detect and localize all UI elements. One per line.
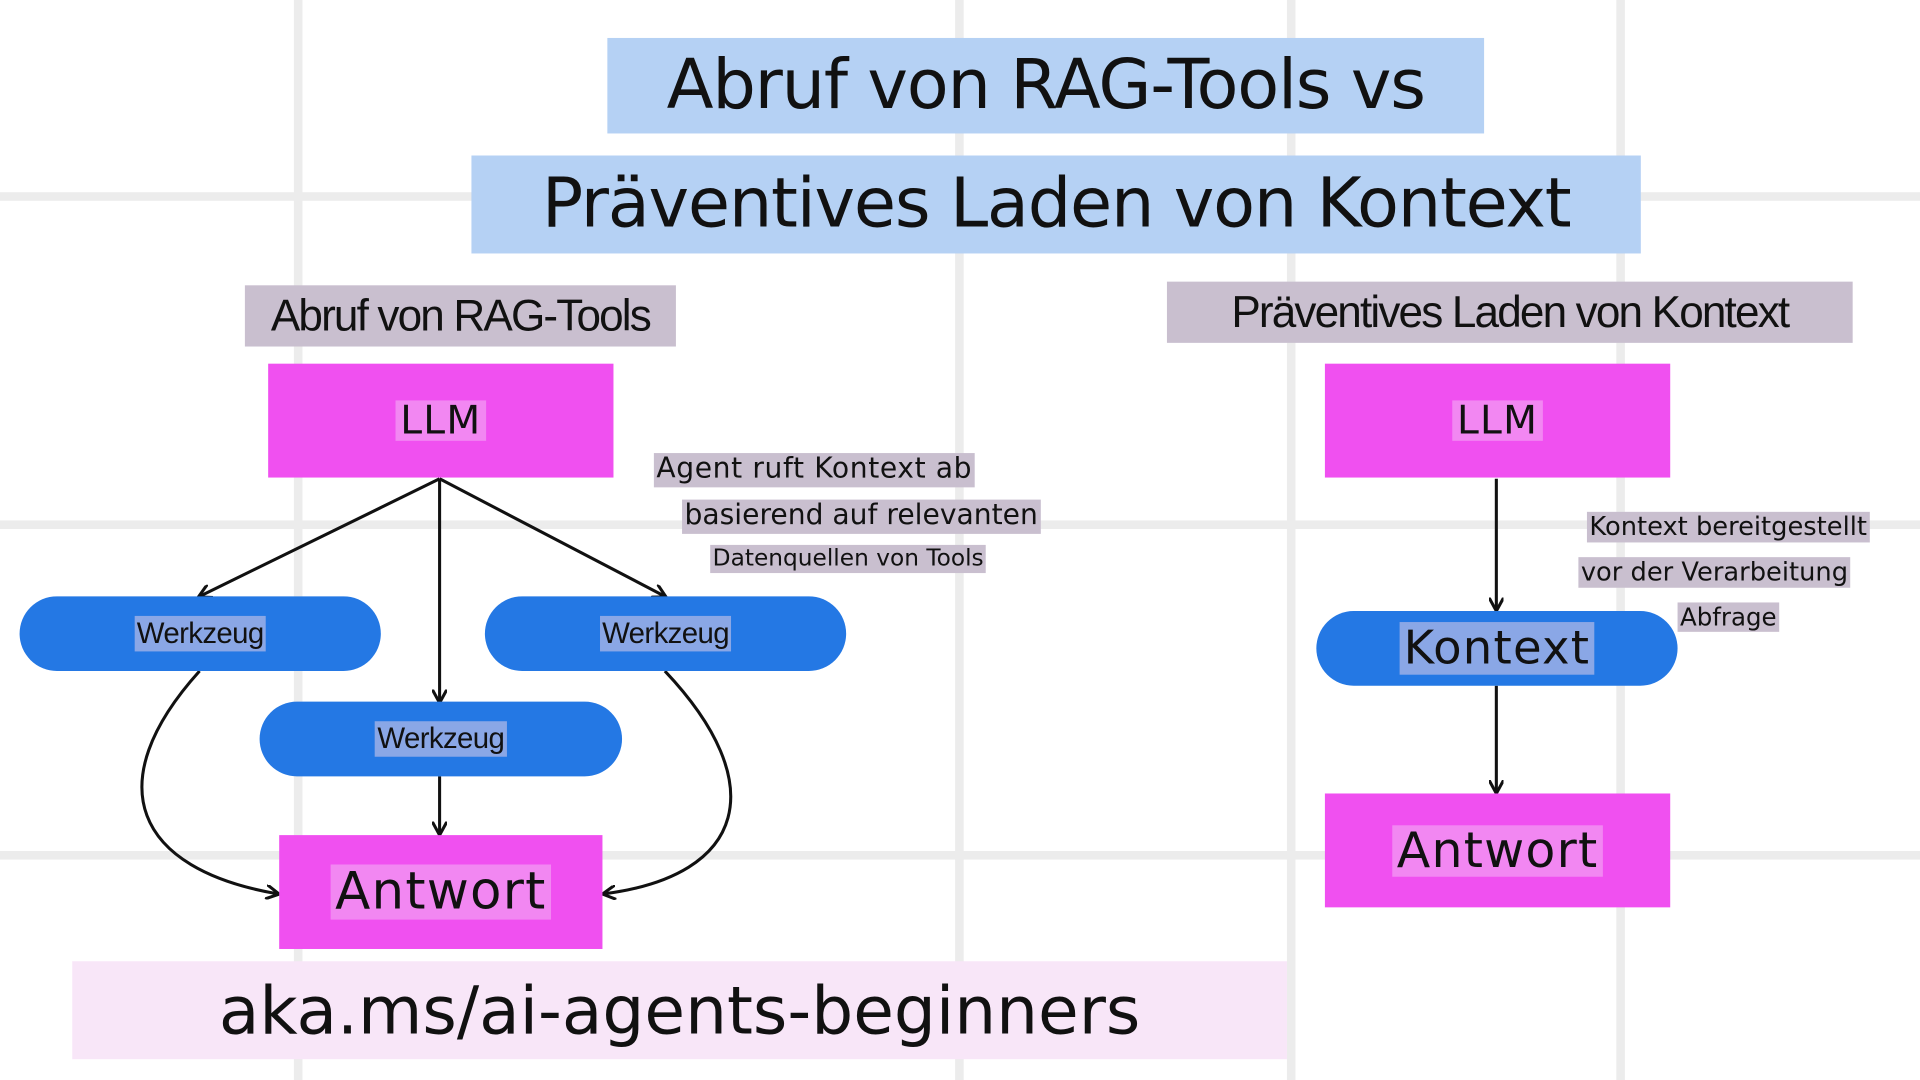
context-label: Kontext (1399, 621, 1594, 676)
tool-label: Werkzeug (599, 615, 732, 652)
right-annotation-line-2: vor der Verarbeitung (1578, 557, 1851, 588)
tool-label: Werkzeug (134, 615, 267, 652)
answer-label: Antwort (330, 864, 552, 920)
footer-url: aka.ms/ai-agents-beginners (72, 961, 1287, 1060)
grid-line (0, 851, 1920, 860)
grid-line (293, 0, 303, 1080)
llm-label: LLM (395, 399, 487, 442)
llm-node-left: LLM (268, 363, 614, 478)
main-title-line-1: Abruf von RAG-Tools vs (607, 37, 1485, 134)
right-annotation-line-1: Kontext bereitgestellt (1586, 511, 1870, 543)
curve-tool-left-to-answer (140, 670, 278, 894)
right-section-heading: Präventives Laden von Kontext (1166, 281, 1853, 343)
left-annotation-line-1: Agent ruft Kontext ab (653, 453, 975, 487)
grid-line (1286, 0, 1296, 1080)
tool-node-left: Werkzeug (19, 596, 381, 672)
grid-line (955, 0, 964, 1080)
llm-label: LLM (1452, 399, 1544, 442)
left-section-heading: Abruf von RAG-Tools (244, 285, 676, 347)
answer-label: Antwort (1391, 824, 1604, 876)
llm-node-right: LLM (1324, 363, 1671, 478)
right-annotation-line-3: Abfrage (1677, 602, 1780, 632)
context-node: Kontext (1316, 611, 1678, 686)
answer-node-left: Antwort (279, 835, 603, 949)
tool-node-right: Werkzeug (484, 596, 847, 672)
left-annotation-line-2: basierend auf relevanten (682, 499, 1041, 534)
tool-label: Werkzeug (374, 720, 507, 758)
arrow-llm-to-tool-right (438, 477, 665, 597)
arrow-llm-to-tool-left (200, 477, 441, 597)
main-title-line-2: Präventives Laden von Kontext (471, 155, 1641, 254)
curve-tool-right-to-answer (604, 669, 733, 894)
answer-node-right: Antwort (1324, 793, 1671, 908)
tool-node-middle: Werkzeug (259, 701, 623, 777)
left-annotation-line-3: Datenquellen von Tools (710, 544, 987, 573)
